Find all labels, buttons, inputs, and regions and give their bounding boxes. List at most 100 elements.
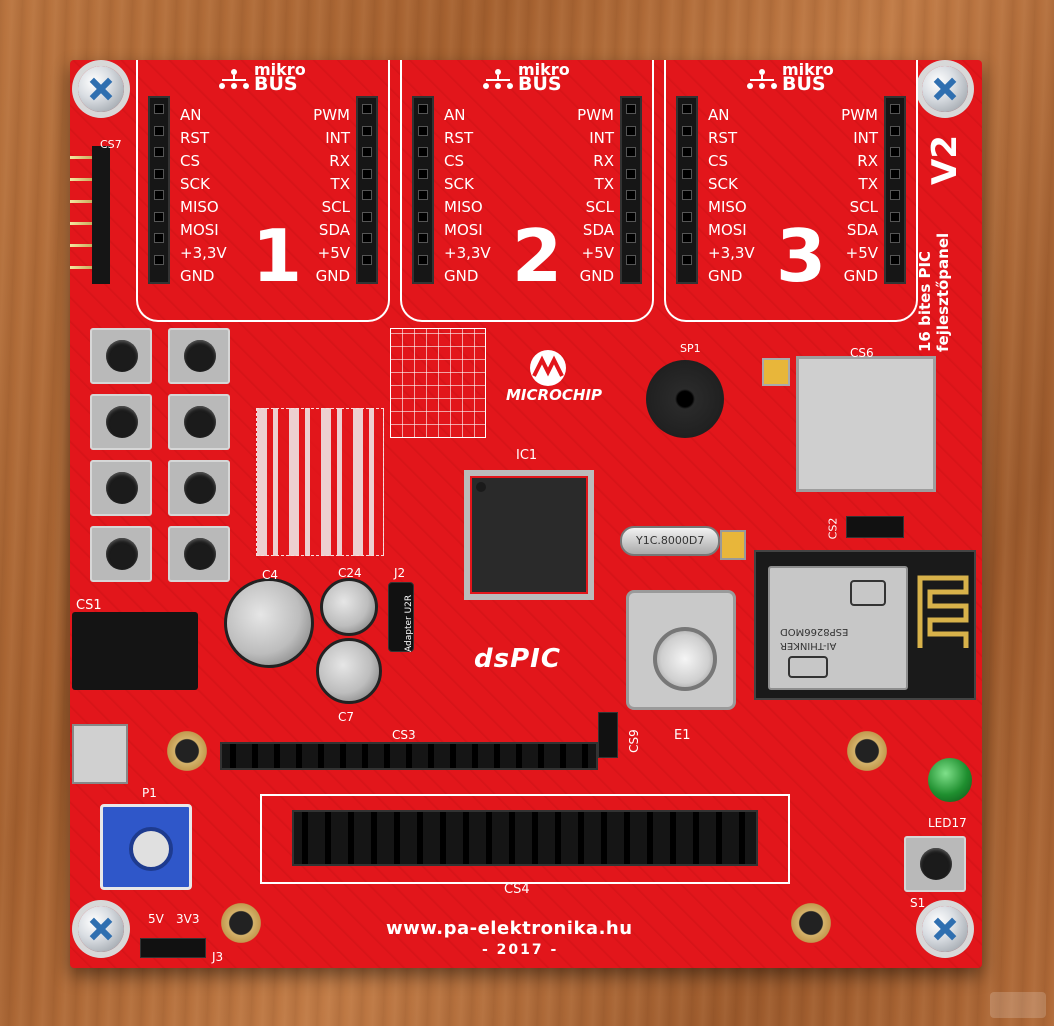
cs4-outline xyxy=(260,794,790,884)
pin-label: INT xyxy=(853,129,878,147)
pin-label: MOSI xyxy=(708,221,747,239)
pin-label: SCL xyxy=(849,198,878,216)
pin-label: PWM xyxy=(841,106,878,124)
tact-button[interactable] xyxy=(168,460,230,516)
rotary-encoder[interactable] xyxy=(626,590,736,710)
mikrobus-left-header xyxy=(676,96,698,284)
pin-label: TX xyxy=(858,175,878,193)
pin-label: INT xyxy=(589,129,614,147)
board-title-line1: 16 bites PIC xyxy=(916,250,934,352)
mikrobus-logo-bottom: BUS xyxy=(782,73,826,95)
mikrobus-logo-top: mikro xyxy=(254,60,306,79)
pin-label: AN xyxy=(708,106,730,124)
pin-label: PWM xyxy=(313,106,350,124)
screw-icon xyxy=(78,66,124,112)
ref-ic1: IC1 xyxy=(516,448,538,463)
tact-button[interactable] xyxy=(90,460,152,516)
mikrobus-left-header xyxy=(412,96,434,284)
tact-button[interactable] xyxy=(90,394,152,450)
sd-card-socket[interactable] xyxy=(796,356,936,492)
pin-label: GND xyxy=(444,267,479,285)
trimmer-potentiometer[interactable] xyxy=(100,804,192,890)
pin-label: AN xyxy=(180,106,202,124)
mikrobus-logo-top: mikro xyxy=(782,60,834,79)
website-url: www.pa-elektronika.hu xyxy=(386,918,633,939)
pin-label: +3,3V xyxy=(708,244,755,262)
pin-map-table xyxy=(390,328,486,438)
crystal-label: Y1C.8000D7 xyxy=(636,534,705,547)
esp-vendor: AI-THINKER xyxy=(780,640,837,651)
jumper-cs2[interactable] xyxy=(846,516,904,538)
dc-power-jack[interactable] xyxy=(72,612,198,690)
pin-label: CS xyxy=(444,152,464,170)
ref-cs3: CS3 xyxy=(392,728,416,742)
pin-label: +3,3V xyxy=(444,244,491,262)
pcb-antenna xyxy=(917,575,969,648)
tact-button[interactable] xyxy=(90,328,152,384)
jumper-cs9[interactable] xyxy=(598,712,618,758)
esp8266-wifi-module: ESP8266MOD AI-THINKER xyxy=(754,550,976,700)
ref-j2: J2 xyxy=(394,566,406,580)
tact-button[interactable] xyxy=(90,526,152,582)
mounting-hole xyxy=(164,728,210,774)
mikrobus-right-header xyxy=(620,96,642,284)
pin-label: RST xyxy=(708,129,738,147)
mikrobus-socket-3: mikro BUS AN RST CS SCK MISO MOSI +3,3V … xyxy=(664,60,918,322)
dspic-label: dsPIC xyxy=(474,644,561,674)
mikrobus-logo-bottom: BUS xyxy=(254,73,298,95)
mikrobus-socket-2: mikro BUS AN RST CS SCK MISO MOSI +3,3V … xyxy=(400,60,654,322)
watermark xyxy=(990,992,1046,1018)
pin-label: +3,3V xyxy=(180,244,227,262)
ref-sp1: SP1 xyxy=(680,342,701,355)
mikrobus-number: 1 xyxy=(252,214,303,298)
jumper-j3[interactable] xyxy=(140,938,206,958)
micro-usb-port[interactable] xyxy=(72,724,128,784)
electrolytic-capacitor xyxy=(316,638,382,704)
microchip-brand: MICROCHIP xyxy=(506,386,602,404)
pin-label: TX xyxy=(594,175,614,193)
pin-label: SCK xyxy=(180,175,210,193)
tantalum-capacitor xyxy=(762,358,790,386)
screw-icon xyxy=(78,906,124,952)
wifi-logo-icon xyxy=(788,656,828,678)
mikrobus-left-header xyxy=(148,96,170,284)
mikrobus-number: 3 xyxy=(776,214,827,298)
board-title: 16 bites PIC fejlesztőpanel xyxy=(916,233,952,352)
pin-label: SCK xyxy=(444,175,474,193)
pin-label: SCK xyxy=(708,175,738,193)
tact-button[interactable] xyxy=(168,394,230,450)
mikrobus-number: 2 xyxy=(512,214,563,298)
pcb-board: CS7 mikro BUS AN RST CS SCK MISO MOSI +3… xyxy=(70,60,982,968)
pin-label: +5V xyxy=(581,244,614,262)
buzzer xyxy=(646,360,724,438)
ref-p1: P1 xyxy=(142,786,157,800)
crystal-oscillator: Y1C.8000D7 xyxy=(620,526,720,556)
ref-cs4: CS4 xyxy=(504,882,530,897)
ref-adapter: Adapter U2R xyxy=(404,594,414,652)
pin-label: MOSI xyxy=(180,221,219,239)
label-3v3: 3V3 xyxy=(176,912,200,926)
pin-label: MISO xyxy=(708,198,747,216)
side-pin-header xyxy=(70,156,108,276)
pin-label: SDA xyxy=(582,221,614,239)
pin-label: RX xyxy=(593,152,614,170)
pin-label: MOSI xyxy=(444,221,483,239)
pin-label: TX xyxy=(330,175,350,193)
reset-button[interactable] xyxy=(904,836,966,892)
pin-label: SCL xyxy=(585,198,614,216)
header-cs4 xyxy=(292,810,758,866)
microchip-logo-icon xyxy=(526,348,570,392)
ref-cs7: CS7 xyxy=(100,138,122,151)
mikrobus-socket-1: mikro BUS AN RST CS SCK MISO MOSI +3,3V … xyxy=(136,60,390,322)
ref-c24: C24 xyxy=(338,566,362,580)
electrolytic-capacitor xyxy=(320,578,378,636)
pin-label: INT xyxy=(325,129,350,147)
jumper-j2[interactable] xyxy=(388,582,414,652)
tact-button[interactable] xyxy=(168,526,230,582)
led-array xyxy=(256,408,384,556)
pin-label: CS xyxy=(180,152,200,170)
ref-cs9: CS9 xyxy=(626,729,641,753)
header-cs3 xyxy=(220,742,598,770)
tact-button[interactable] xyxy=(168,328,230,384)
pin-label: RST xyxy=(180,129,210,147)
